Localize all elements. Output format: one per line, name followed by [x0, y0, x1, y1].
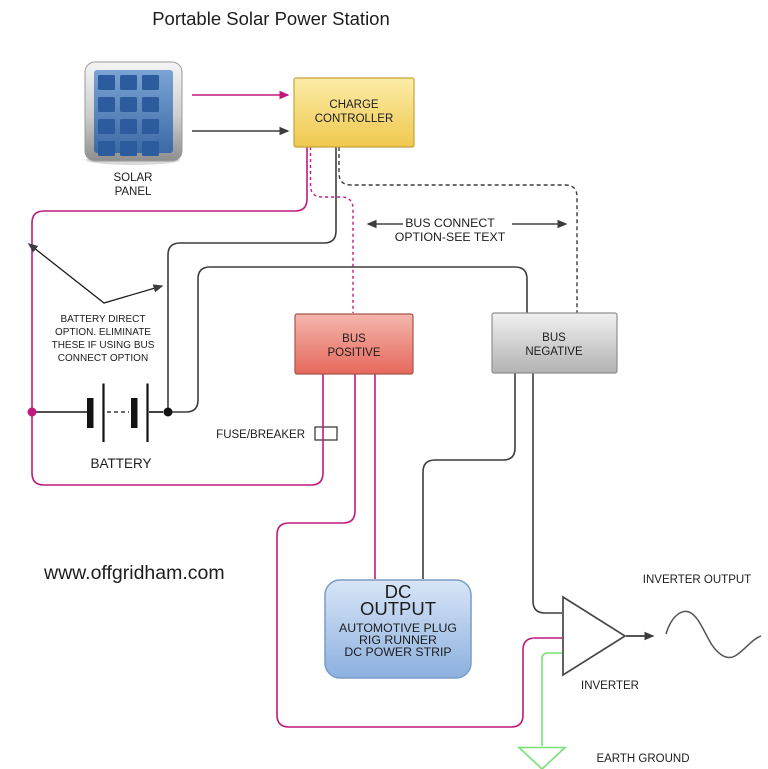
bus-negative-label: BUS [542, 332, 566, 344]
inverter-output-label: INVERTER OUTPUT [643, 574, 751, 586]
watermark-url: www.offgridham.com [43, 562, 225, 584]
inverter-label: INVERTER [581, 680, 639, 692]
bus-positive-label: BUS [342, 333, 366, 345]
bus-connect-note: BUS CONNECT [405, 216, 495, 230]
fuse-breaker-symbol [314, 426, 338, 441]
bus-negative-label: NEGATIVE [525, 346, 583, 358]
solar-panel-label: PANEL [115, 186, 152, 198]
dc-output-item: RIG RUNNER [359, 633, 437, 647]
battery-direct-note: CONNECT OPTION [58, 353, 148, 364]
earth-ground-symbol [516, 746, 568, 769]
solar-panel-cells [98, 75, 159, 156]
ground-wires [516, 652, 568, 769]
battery-symbol [36, 383, 163, 442]
battery-label: BATTERY [90, 456, 151, 471]
wire-battery-to-busnegative [168, 266, 528, 413]
wire-controller-to-battery-negative [167, 147, 337, 412]
battery-plate-thick-right [131, 398, 138, 428]
battery-negative-junction-dot [163, 407, 173, 417]
battery-direct-note: OPTION. ELIMINATE [55, 327, 151, 338]
wire-buspositive-to-inverter [276, 374, 562, 728]
fuse-breaker-label: FUSE/BREAKER [216, 429, 305, 441]
charge-controller-label: CONTROLLER [315, 113, 394, 125]
wire-inverter-to-ground [541, 652, 562, 746]
dc-output-item: DC POWER STRIP [344, 645, 451, 659]
battery-direct-note: BATTERY DIRECT [60, 314, 145, 325]
bus-negative-box [491, 312, 618, 374]
battery-direct-note: THESE IF USING BUS [52, 340, 155, 351]
bus-connect-note: OPTION-SEE TEXT [395, 230, 506, 244]
inverter-symbol [562, 595, 627, 677]
ac-sine-wave-icon [665, 610, 762, 659]
charge-controller-label: CHARGE [329, 99, 379, 111]
dc-output-title: OUTPUT [360, 598, 436, 619]
battery-direct-pointer-arrows [27, 243, 164, 304]
dc-output-box [324, 579, 472, 679]
labels: Portable Solar Power Station www.offgrid… [43, 8, 751, 765]
wire-busnegative-to-dc-output [422, 373, 516, 579]
negative-wires [167, 126, 578, 614]
positive-wires [31, 90, 562, 728]
battery-positive-junction-dot [27, 407, 37, 417]
page-title: Portable Solar Power Station [152, 8, 390, 29]
annotation-arrows [27, 219, 655, 641]
wire-controller-battery-fuse-buspositive [31, 147, 324, 486]
bus-positive-box [294, 313, 414, 375]
bus-positive-label: POSITIVE [327, 347, 380, 359]
charge-controller-box [293, 77, 415, 148]
dc-output-item: AUTOMOTIVE PLUG [339, 621, 457, 635]
dc-output-title: DC [385, 581, 412, 602]
wire-controller-to-busnegative-dashed [338, 147, 578, 313]
wire-busnegative-to-inverter [532, 373, 562, 614]
battery-plate-thick-left [87, 398, 94, 428]
solar-panel-label: SOLAR [114, 172, 153, 184]
wire-controller-to-buspositive-dashed [309, 147, 354, 313]
solar-panel-icon [84, 61, 183, 165]
earth-ground-label: EARTH GROUND [596, 753, 689, 765]
